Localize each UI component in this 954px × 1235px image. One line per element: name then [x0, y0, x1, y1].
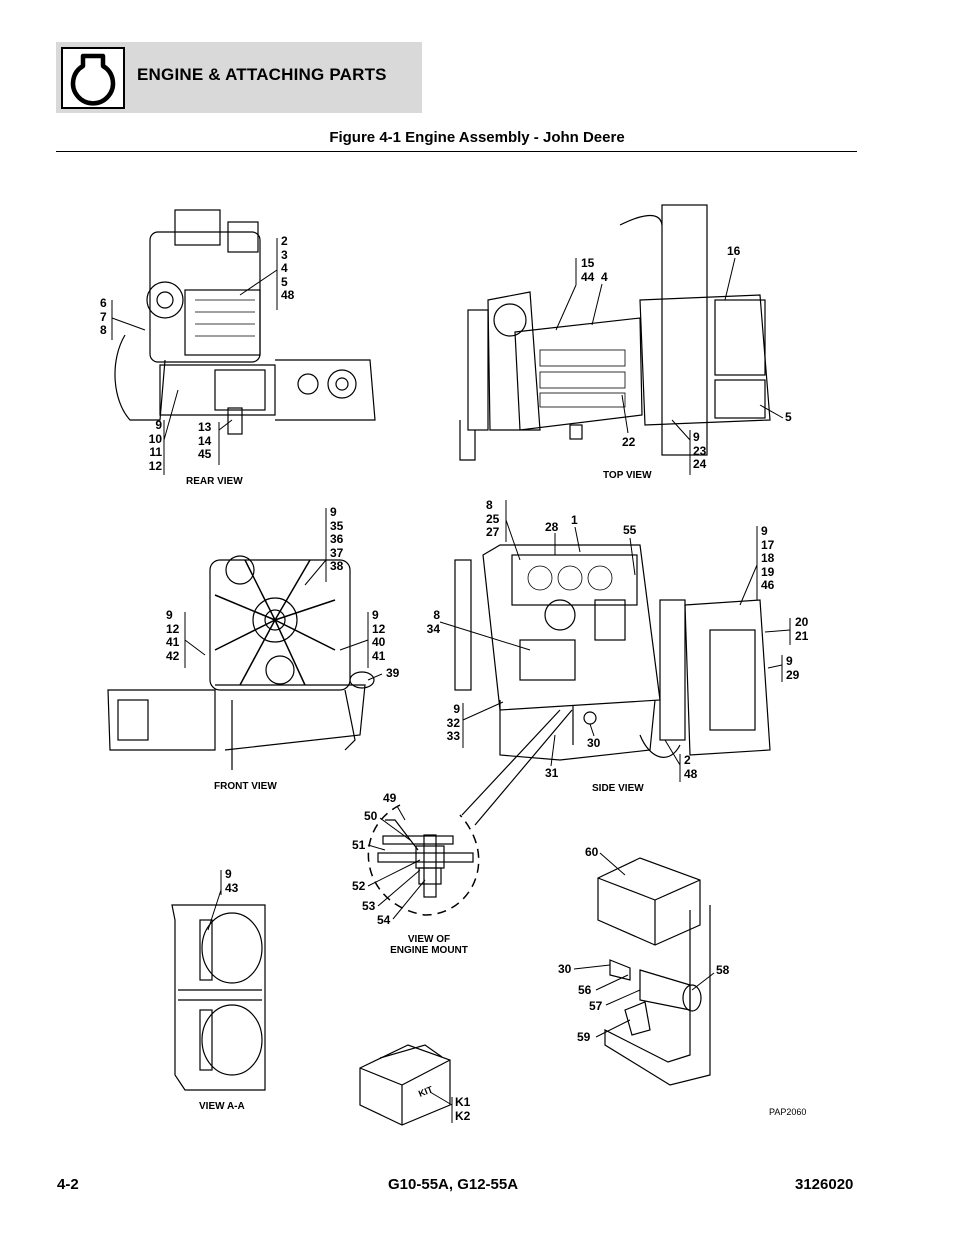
figure-title: Figure 4-1 Engine Assembly - John Deere [329, 129, 625, 146]
mount-view-caption: VIEW OF ENGINE MOUNT [390, 934, 468, 956]
callout-side-a: 8 25 27 [486, 498, 500, 539]
callout-side-l: 2 48 [684, 753, 698, 781]
engine-mount-drawing [367, 804, 480, 916]
callout-filter-57: 57 [589, 999, 603, 1013]
kit-box-drawing [359, 1044, 451, 1126]
page-number: 4-2 [57, 1176, 79, 1193]
callout-kit: K1 K2 [455, 1095, 471, 1123]
callout-side-f: 20 21 [795, 615, 809, 643]
callout-filter-56: 56 [578, 983, 592, 997]
callout-top-f: 9 23 24 [693, 430, 707, 471]
callout-filter-30: 30 [558, 962, 572, 976]
section-view-caption: VIEW A-A [199, 1101, 245, 1112]
callout-mount-49: 49 [383, 791, 397, 805]
callout-filter-59: 59 [577, 1030, 591, 1044]
callout-side-c: 1 [571, 513, 578, 527]
top-view-caption: TOP VIEW [603, 470, 652, 481]
callout-rear-d: 13 14 45 [198, 420, 212, 461]
callout-top-c: 16 [727, 244, 741, 258]
callout-rear-c: 9 10 11 12 [148, 418, 162, 473]
callout-top-e: 22 [622, 435, 636, 449]
engine-icon [61, 47, 125, 109]
model-numbers: G10-55A, G12-55A [388, 1176, 519, 1193]
callout-mount-51: 51 [352, 838, 366, 852]
title-rule [56, 151, 857, 152]
callout-side-g: 9 29 [786, 654, 800, 682]
front-view-caption: FRONT VIEW [214, 781, 277, 792]
callout-front-c: 9 12 40 41 [372, 608, 386, 663]
callout-rear-a: 2 3 4 5 48 [281, 234, 295, 302]
callout-front-d: 39 [386, 666, 400, 680]
callout-front-a: 9 35 36 37 38 [330, 505, 344, 573]
figure-reference: PAP2060 [769, 1107, 807, 1117]
callout-side-i: 9 32 33 [446, 702, 460, 743]
callout-mount-53: 53 [362, 899, 376, 913]
callout-mount-52: 52 [352, 879, 366, 893]
section-title: ENGINE & ATTACHING PARTS [137, 65, 387, 84]
callout-rear-b: 6 7 8 [100, 296, 107, 337]
callout-top-d: 5 [785, 410, 792, 424]
front-view-drawing [107, 555, 375, 770]
top-view-drawing [459, 204, 771, 461]
callout-side-j: 30 [587, 736, 601, 750]
callout-side-e: 9 17 18 19 46 [761, 524, 775, 592]
callout-filter-58: 58 [716, 963, 730, 977]
callout-mount-54: 54 [377, 913, 391, 927]
callout-section-a: 9 43 [225, 867, 239, 895]
kit-label: KIT [417, 1084, 435, 1099]
filter-assembly-drawing [597, 857, 711, 1086]
callout-front-b: 9 12 41 42 [166, 608, 180, 663]
callout-side-d: 55 [623, 523, 637, 537]
callout-side-b: 28 [545, 520, 559, 534]
callout-side-h: 8 34 [426, 608, 440, 636]
section-view-drawing [171, 904, 266, 1091]
callout-side-k: 31 [545, 766, 559, 780]
rear-view-drawing [114, 209, 376, 435]
document-number: 3126020 [795, 1176, 854, 1193]
side-view-drawing [454, 544, 771, 826]
rear-view-caption: REAR VIEW [186, 476, 243, 487]
callout-mount-50: 50 [364, 809, 378, 823]
callout-top-b: 4 [601, 270, 608, 284]
callout-filter-60: 60 [585, 845, 599, 859]
side-view-caption: SIDE VIEW [592, 783, 644, 794]
callout-top-a: 15 44 [581, 256, 595, 284]
